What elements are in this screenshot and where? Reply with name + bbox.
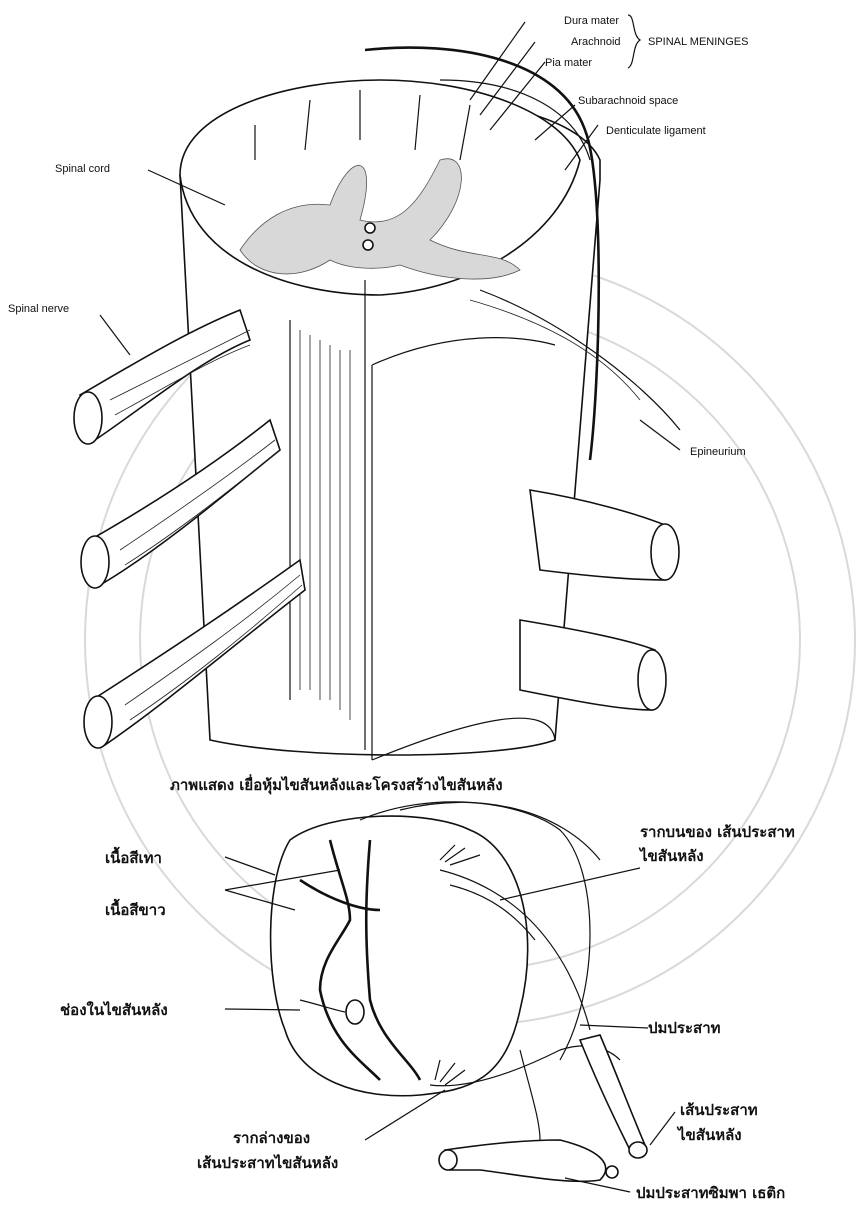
label-central-canal: ช่องในไขสันหลัง (60, 1000, 168, 1019)
label-spinal-meninges: SPINAL MENINGES (648, 36, 748, 48)
top-caption: ภาพแสดง เยื่อหุ้มไขสันหลังและโครงสร้างไข… (170, 774, 503, 795)
central-canal (346, 1000, 364, 1024)
label-subarachnoid-space: Subarachnoid space (578, 95, 678, 107)
label-ventral-root-line2: เส้นประสาทไขสันหลัง (197, 1153, 338, 1172)
label-gray-matter: เนื้อสีเทา (105, 846, 162, 867)
label-pia-mater: Pia mater (545, 57, 592, 69)
spinal-cord-cross-section-diagram: เนื้อสีเทา เนื้อสีขาว ช่องในไขสันหลัง รา… (60, 802, 795, 1202)
label-spinal-nerve-line2: ไขสันหลัง (676, 1125, 742, 1144)
label-spinal-nerve: Spinal nerve (8, 303, 69, 315)
label-arachnoid: Arachnoid (571, 36, 621, 48)
label-epineurium: Epineurium (690, 446, 746, 458)
spinal-cord-3d-diagram: Dura mater Arachnoid Pia mater SPINAL ME… (8, 15, 748, 795)
label-denticulate-ligament: Denticulate ligament (606, 125, 706, 137)
label-ventral-root-line1: รากล่างของ (233, 1129, 310, 1147)
label-ganglion: ปมประสาท (648, 1019, 721, 1037)
label-spinal-cord: Spinal cord (55, 163, 110, 175)
label-spinal-nerve-line1: เส้นประสาท (680, 1101, 758, 1119)
label-white-matter: เนื้อสีขาว (105, 898, 166, 919)
label-dorsal-root-line2: ไขสันหลัง (638, 846, 704, 865)
label-dura-mater: Dura mater (564, 15, 619, 27)
label-dorsal-root-line1: รากบนของ เส้นประสาท (640, 823, 795, 841)
label-sympathetic-ganglion: ปมประสาทซิมพา เธติก (636, 1184, 785, 1202)
